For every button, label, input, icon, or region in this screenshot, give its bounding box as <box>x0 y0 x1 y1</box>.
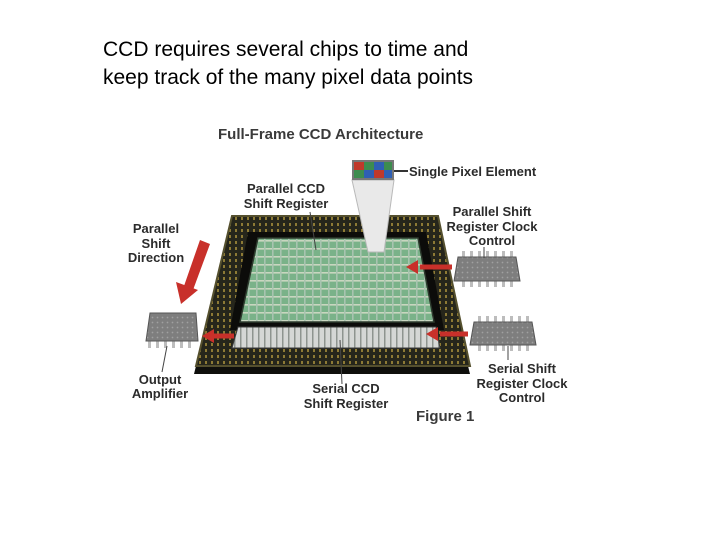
parallel-clock-control-chip <box>406 251 521 287</box>
label-serial-register-line1: Serial CCD <box>312 381 379 396</box>
label-output-amplifier-line2: Amplifier <box>132 386 188 401</box>
label-parallel-clock-line3: Control <box>469 233 515 248</box>
slide-text-line-2: keep track of the many pixel data points <box>103 66 474 89</box>
serial-clock-control-chip <box>426 316 537 351</box>
parallel-ccd-array <box>239 237 435 323</box>
label-serial-register-line2: Shift Register <box>304 396 389 411</box>
label-output-amplifier-line1: Output <box>139 372 182 387</box>
slide-body-text: CCD requires several chips to time and k… <box>103 36 623 92</box>
label-parallel-clock-line1: Parallel Shift <box>453 204 532 219</box>
label-parallel-clock-line2: Register Clock <box>446 219 538 234</box>
label-parallel-direction-line3: Direction <box>128 250 184 265</box>
output-amplifier-chip <box>145 312 234 348</box>
label-serial-clock-line1: Serial Shift <box>488 361 557 376</box>
label-leader-lines <box>161 211 509 385</box>
label-parallel-register-line1: Parallel CCD <box>247 181 325 196</box>
single-pixel-magnifier <box>351 160 408 253</box>
label-single-pixel-element: Single Pixel Element <box>409 164 537 179</box>
figure-caption: Figure 1 <box>416 408 474 425</box>
label-parallel-direction-line2: Shift <box>142 236 172 251</box>
parallel-shift-direction-arrow <box>176 240 210 304</box>
slide-text-line-1: CCD requires several chips to time and <box>103 38 469 61</box>
label-parallel-direction-line1: Parallel <box>133 221 179 236</box>
serial-ccd-register <box>231 326 441 349</box>
label-parallel-register-line2: Shift Register <box>244 196 329 211</box>
label-serial-clock-line3: Control <box>499 390 545 405</box>
diagram-title: Full-Frame CCD Architecture <box>218 126 423 143</box>
label-serial-clock-line2: Register Clock <box>476 376 568 391</box>
